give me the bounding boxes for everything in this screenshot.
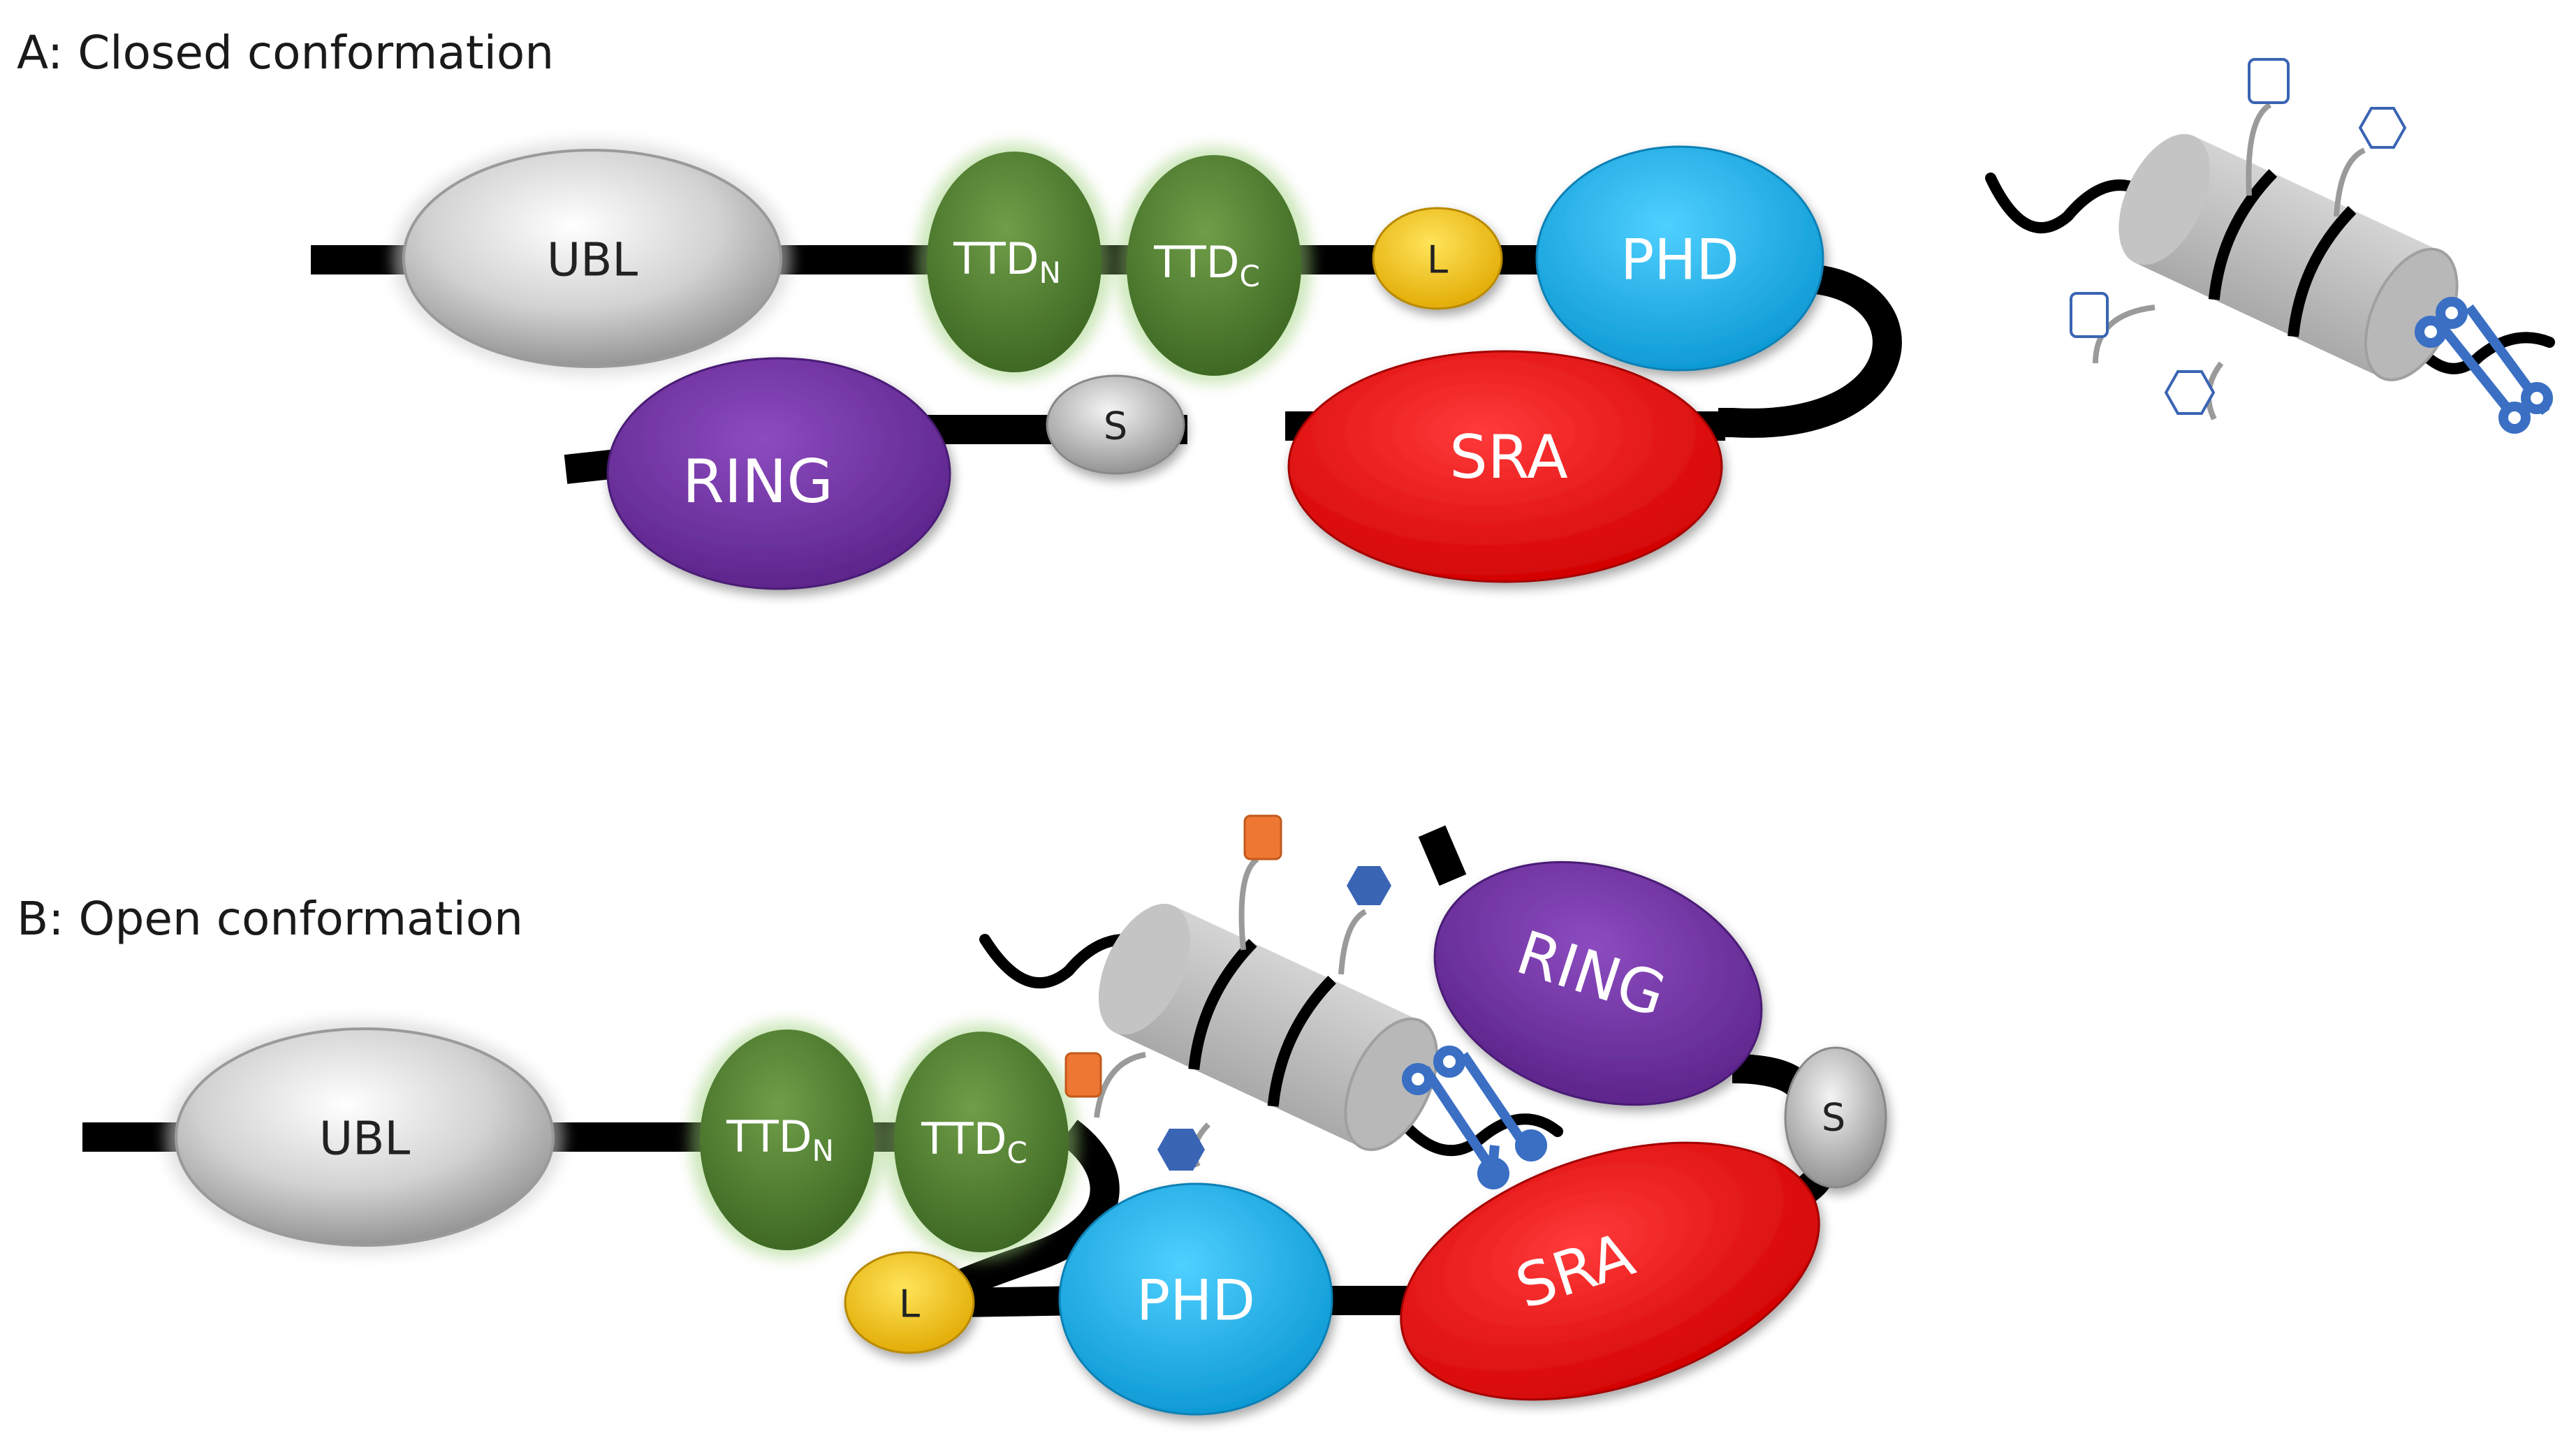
open-methyl-square-mark-icon-1	[1243, 814, 1282, 860]
open-ubl-label: UBL	[319, 1112, 411, 1166]
panel-closed-title: A: Closed conformation	[17, 26, 554, 80]
closed-ubl-label: UBL	[547, 233, 638, 287]
open-methyl-cpg-icon	[1402, 1046, 1547, 1189]
panel-closed: A: Closed conformation UBL TTDN	[17, 26, 2555, 590]
closed-sra-domain: SRA	[1287, 350, 1723, 583]
closed-nucleosome-icon	[1985, 58, 2555, 434]
closed-square-mark-icon-1	[2248, 58, 2290, 104]
open-sra-domain: SRA	[1400, 1141, 1820, 1401]
closed-linker-domain: L	[1372, 207, 1503, 310]
svg-text:TTDN: TTDN	[726, 1111, 834, 1168]
closed-ttd-n-label: TTD	[953, 233, 1039, 284]
open-linker-domain: L	[844, 1251, 975, 1354]
closed-sra-label: SRA	[1449, 423, 1568, 492]
closed-ubl-domain: UBL	[393, 141, 791, 376]
closed-hexagon-mark-icon-1	[2358, 107, 2407, 149]
closed-square-mark-icon-2	[2070, 292, 2109, 338]
panel-open: B: Open conformation UBL TTDN	[17, 814, 1887, 1416]
open-phd-label: PHD	[1136, 1268, 1255, 1333]
open-methyl-square-mark-icon-2	[1064, 1052, 1102, 1098]
closed-spacer-domain: S	[1046, 374, 1185, 475]
closed-phd-domain: PHD	[1535, 145, 1824, 372]
open-spacer-domain: S	[1784, 1046, 1887, 1189]
closed-ttd-c-subscript: C	[1240, 259, 1260, 293]
closed-ring-label: RING	[682, 447, 833, 517]
open-nucleosome-icon	[979, 814, 1563, 1189]
open-ttd-n-label: TTD	[726, 1111, 812, 1162]
closed-ring-domain: RING	[606, 357, 951, 590]
open-acetyl-hexagon-mark-icon-1	[1347, 866, 1391, 905]
open-ring-domain: RING	[1433, 860, 1763, 1106]
open-spacer-label: S	[1822, 1096, 1845, 1140]
closed-phd-label: PHD	[1620, 228, 1739, 293]
open-ubl-domain: UBL	[166, 1020, 564, 1254]
open-ttd-n-domain: TTDN	[689, 1021, 885, 1259]
svg-text:TTDC: TTDC	[1153, 237, 1260, 293]
open-ttd-c-label: TTD	[921, 1113, 1007, 1164]
closed-hexagon-mark-icon-2	[2164, 370, 2216, 415]
svg-text:TTDC: TTDC	[921, 1113, 1027, 1170]
closed-linker-label: L	[1427, 238, 1448, 282]
open-linker-label: L	[899, 1282, 920, 1326]
open-ttd-c-domain: TTDC	[884, 1023, 1079, 1261]
closed-methyl-cpg-icon	[2415, 297, 2553, 434]
closed-ttd-n-domain: TTDN	[916, 143, 1112, 381]
open-acetyl-hexagon-mark-icon-2	[1157, 1129, 1205, 1171]
open-ttd-c-subscript: C	[1007, 1136, 1027, 1170]
closed-spacer-label: S	[1104, 404, 1127, 448]
closed-ttd-c-domain: TTDC	[1116, 147, 1312, 384]
open-phd-domain: PHD	[1058, 1182, 1333, 1416]
svg-text:TTDN: TTDN	[953, 233, 1061, 290]
closed-ttd-c-label: TTD	[1153, 237, 1239, 288]
open-ttd-n-subscript: N	[812, 1134, 833, 1168]
panel-open-title: B: Open conformation	[17, 892, 523, 946]
closed-ttd-n-subscript: N	[1039, 256, 1060, 290]
